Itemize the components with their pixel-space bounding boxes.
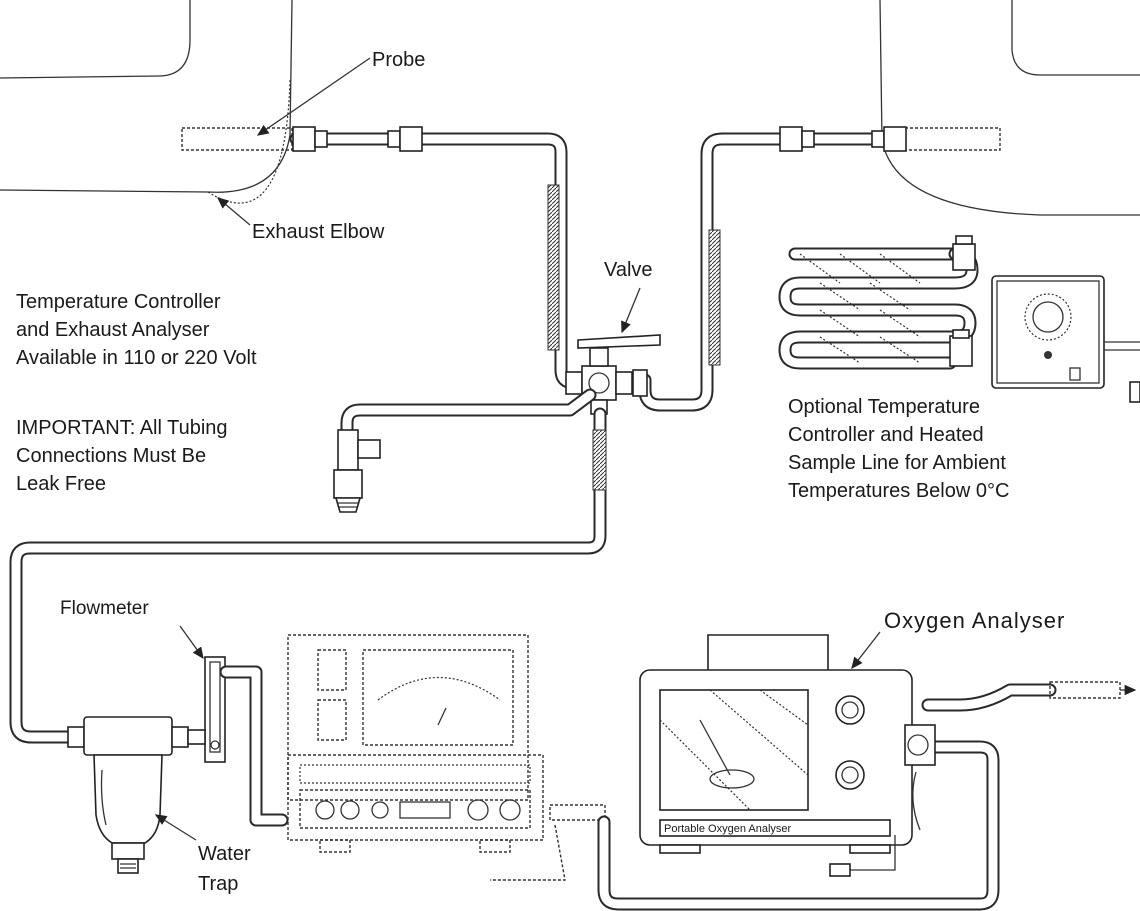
sample-line-tubing [9, 407, 607, 744]
exhaust-analyser [287, 634, 606, 881]
temperature-controller [991, 275, 1140, 403]
valve-label: Valve [604, 259, 653, 281]
probe-label: Probe [372, 49, 425, 71]
right-exhaust-elbow [879, 0, 1140, 216]
water-trap [67, 716, 189, 874]
oxygen-analyser [639, 634, 1137, 877]
flowmeter [187, 656, 289, 827]
tee-fitting-tubing [333, 388, 597, 513]
left-exhaust-elbow [0, 0, 293, 204]
heated-sample-line [778, 235, 979, 370]
leader-lines [154, 57, 881, 841]
right-probe-tubing [638, 126, 907, 412]
power-note: Temperature Controller and Exhaust Analy… [16, 291, 257, 369]
optional-controller-note: Optional Temperature Controller and Heat… [788, 396, 1011, 502]
analyser-link-tubing [597, 740, 1000, 911]
flowmeter-label: Flowmeter [60, 598, 149, 619]
left-probe-tubing [289, 126, 581, 390]
analyser-panel-label: Portable Oxygen Analyser [664, 823, 792, 835]
exhaust-elbow-label: Exhaust Elbow [252, 221, 385, 243]
important-note: IMPORTANT: All Tubing Connections Must B… [16, 417, 233, 495]
water-trap-label: Water Trap [198, 843, 256, 895]
oxygen-analyser-label: Oxygen Analyser [884, 608, 1065, 633]
